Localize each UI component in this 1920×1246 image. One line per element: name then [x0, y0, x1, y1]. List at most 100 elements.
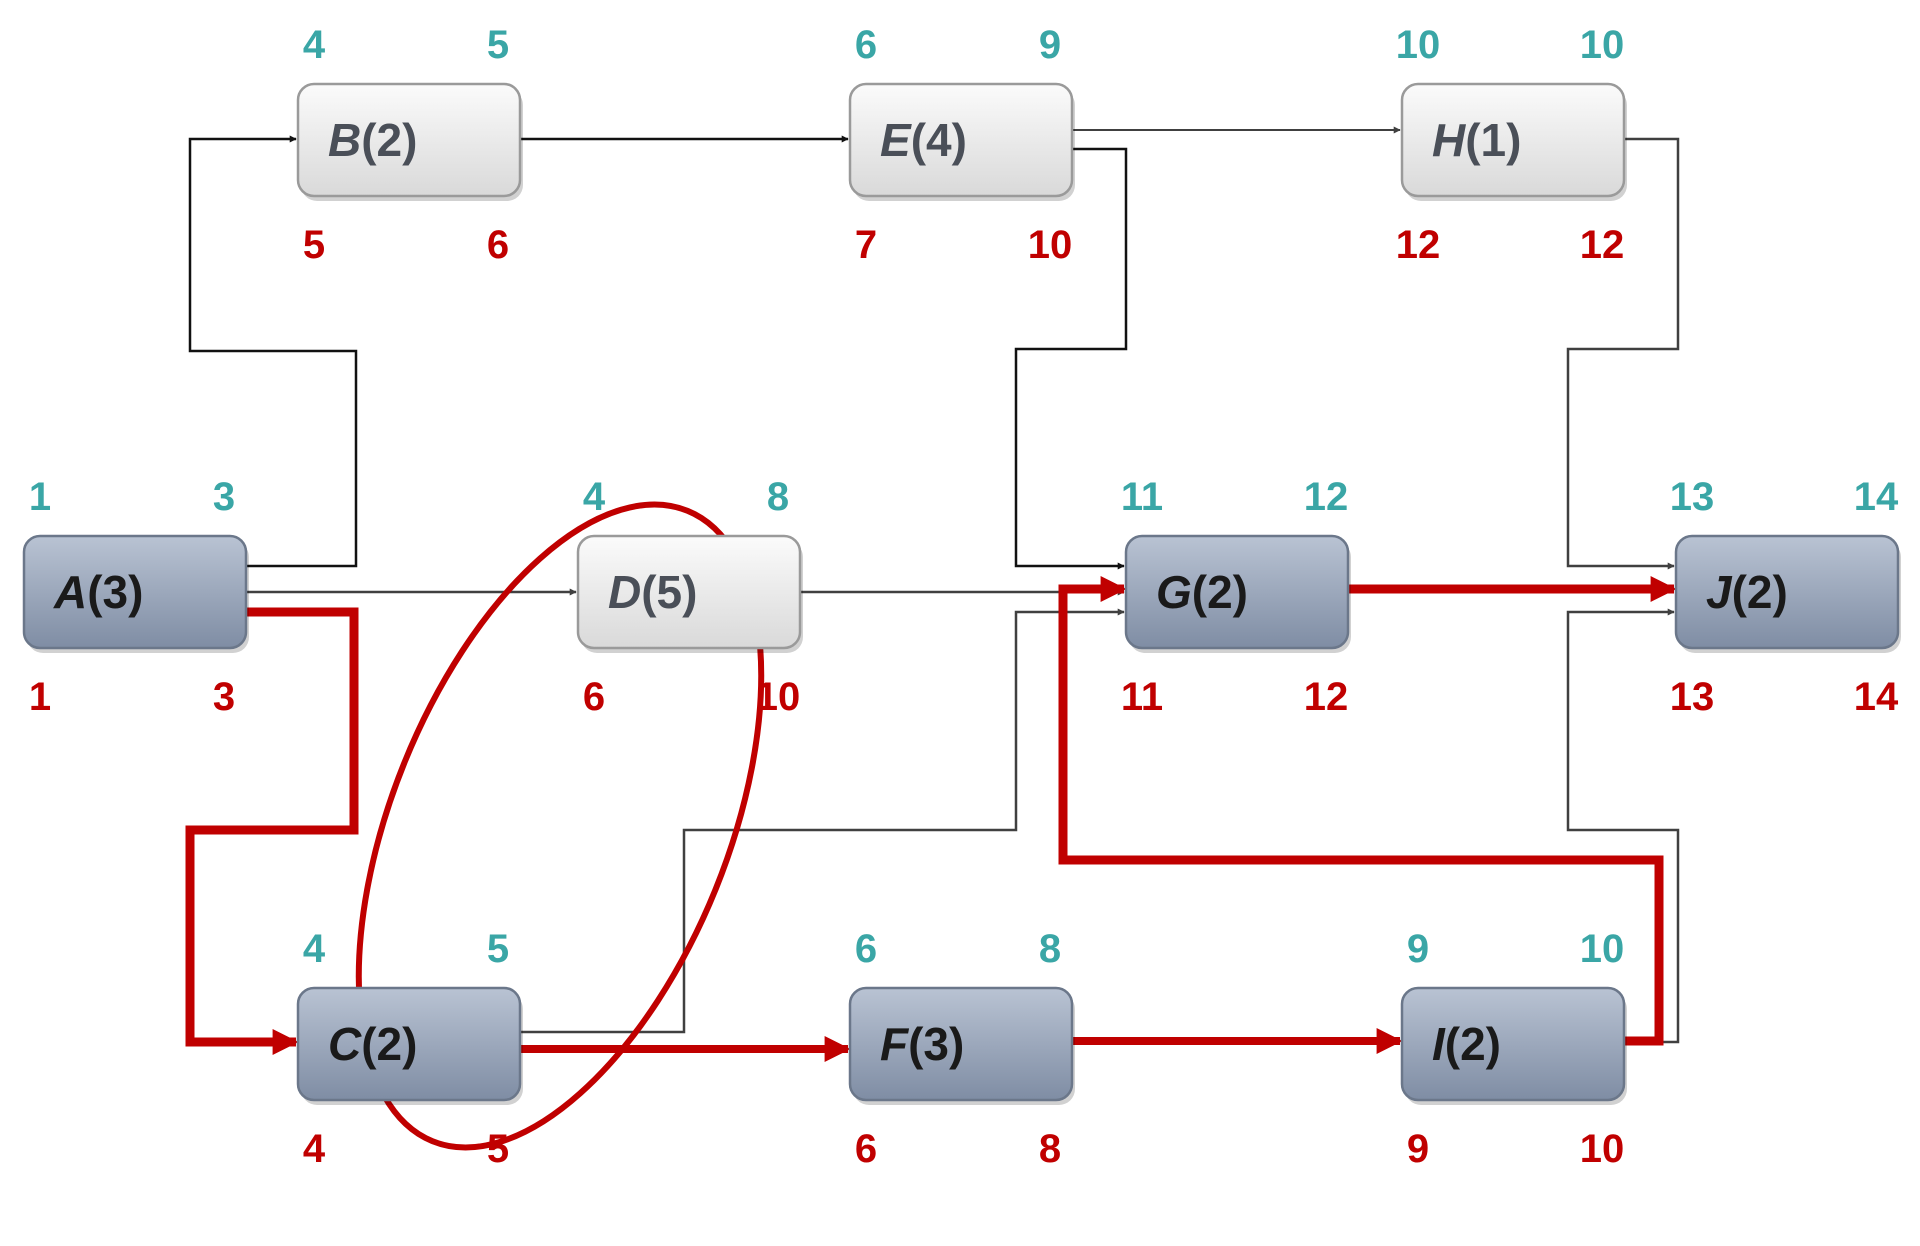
- node-j-duration: (2): [1732, 566, 1788, 618]
- node-c: C(2) 4 5 4 5: [296, 927, 523, 1171]
- node-f-label: F(3): [880, 1018, 964, 1070]
- node-b-box: [296, 82, 522, 198]
- node-a-label: A(3): [53, 566, 143, 618]
- node-d-lf: 10: [756, 675, 801, 719]
- node-c-ef: 5: [487, 927, 509, 971]
- node-h-box: [1400, 82, 1626, 198]
- node-c-box: [296, 986, 522, 1102]
- node-d-ef: 8: [767, 475, 789, 519]
- node-c-label: C(2): [328, 1018, 417, 1070]
- node-j-es: 13: [1670, 475, 1715, 519]
- node-j-activity: J: [1706, 566, 1733, 618]
- node-f-ef: 8: [1039, 927, 1061, 971]
- node-d-activity: D: [608, 566, 641, 618]
- node-g: G(2) 11 12 11 12: [1121, 475, 1351, 719]
- node-d-label: D(5): [608, 566, 697, 618]
- node-c-es: 4: [303, 927, 326, 971]
- node-f-duration: (3): [908, 1018, 964, 1070]
- node-c-activity: C: [328, 1018, 362, 1070]
- node-g-ef: 12: [1304, 475, 1349, 519]
- node-g-lf: 12: [1304, 675, 1349, 719]
- node-a-lf: 3: [213, 675, 235, 719]
- node-h-activity: H: [1432, 114, 1466, 166]
- edge-e-g: [1014, 147, 1128, 570]
- node-e: E(4) 6 9 7 10: [848, 23, 1075, 267]
- node-i-label: I(2): [1432, 1018, 1501, 1070]
- edge-a-b: [188, 135, 358, 568]
- node-f-box: [848, 986, 1074, 1102]
- node-a-box: [22, 534, 248, 650]
- node-f-ls: 6: [855, 1127, 877, 1171]
- node-g-activity: G: [1156, 566, 1192, 618]
- node-h-ef: 10: [1580, 23, 1625, 67]
- edge-h-j: [1566, 137, 1680, 570]
- node-c-duration: (2): [361, 1018, 417, 1070]
- node-e-ls: 7: [855, 223, 877, 267]
- node-c-lf: 5: [487, 1127, 509, 1171]
- node-a-duration: (3): [87, 566, 143, 618]
- node-e-es: 6: [855, 23, 877, 67]
- node-d-ls: 6: [583, 675, 605, 719]
- node-h-ls: 12: [1396, 223, 1441, 267]
- node-b-duration: (2): [361, 114, 417, 166]
- node-b-ls: 5: [303, 223, 325, 267]
- node-d-es: 4: [583, 475, 606, 519]
- node-a: A(3) 1 3 1 3: [22, 475, 249, 719]
- node-g-ls: 11: [1121, 675, 1163, 719]
- node-f-activity: F: [880, 1018, 910, 1070]
- node-a-activity: A: [53, 566, 87, 618]
- node-e-duration: (4): [911, 114, 967, 166]
- node-d-duration: (5): [641, 566, 697, 618]
- edge-a-c-critical: [185, 607, 359, 1055]
- node-i-duration: (2): [1445, 1018, 1501, 1070]
- node-h: H(1) 10 10 12 12: [1396, 23, 1627, 267]
- node-g-box: [1124, 534, 1350, 650]
- connectors: [185, 126, 1680, 1062]
- node-f-lf: 8: [1039, 1127, 1061, 1171]
- node-i-box: [1400, 986, 1626, 1102]
- node-b-lf: 6: [487, 223, 509, 267]
- node-b: B(2) 4 5 5 6: [296, 23, 523, 267]
- node-h-label: H(1): [1432, 114, 1521, 166]
- node-i-lf: 10: [1580, 1127, 1625, 1171]
- node-j-box: [1674, 534, 1900, 650]
- node-j-ls: 13: [1670, 675, 1715, 719]
- node-h-es: 10: [1396, 23, 1441, 67]
- node-i: I(2) 9 10 9 10: [1400, 927, 1627, 1171]
- edge-i-j: [1566, 608, 1680, 1044]
- node-b-label: B(2): [328, 114, 417, 166]
- node-j-ef: 14: [1854, 475, 1899, 519]
- node-a-ls: 1: [29, 675, 51, 719]
- node-b-ef: 5: [487, 23, 509, 67]
- node-e-box: [848, 82, 1074, 198]
- node-i-activity: I: [1432, 1018, 1446, 1070]
- float-highlight-ellipse: [355, 501, 765, 1151]
- node-e-activity: E: [880, 114, 912, 166]
- node-e-lf: 10: [1028, 223, 1073, 267]
- node-j: J(2) 13 14 13 14: [1670, 475, 1901, 719]
- node-b-es: 4: [303, 23, 326, 67]
- node-h-lf: 12: [1580, 223, 1625, 267]
- node-f: F(3) 6 8 6 8: [848, 927, 1075, 1171]
- edge-c-g: [520, 608, 1125, 1034]
- node-h-duration: (1): [1465, 114, 1521, 166]
- node-i-es: 9: [1407, 927, 1429, 971]
- node-a-es: 1: [29, 475, 51, 519]
- node-g-es: 11: [1121, 475, 1163, 519]
- node-i-ef: 10: [1580, 927, 1625, 971]
- node-f-es: 6: [855, 927, 877, 971]
- node-c-ls: 4: [303, 1127, 326, 1171]
- node-e-label: E(4): [880, 114, 967, 166]
- node-j-lf: 14: [1854, 675, 1899, 719]
- node-d-box: [576, 534, 802, 650]
- node-j-label: J(2): [1706, 566, 1788, 618]
- node-a-ef: 3: [213, 475, 235, 519]
- edge-i-g-critical: [1058, 576, 1664, 1046]
- node-e-ef: 9: [1039, 23, 1061, 67]
- node-g-label: G(2): [1156, 566, 1248, 618]
- node-b-activity: B: [328, 114, 361, 166]
- node-i-ls: 9: [1407, 1127, 1429, 1171]
